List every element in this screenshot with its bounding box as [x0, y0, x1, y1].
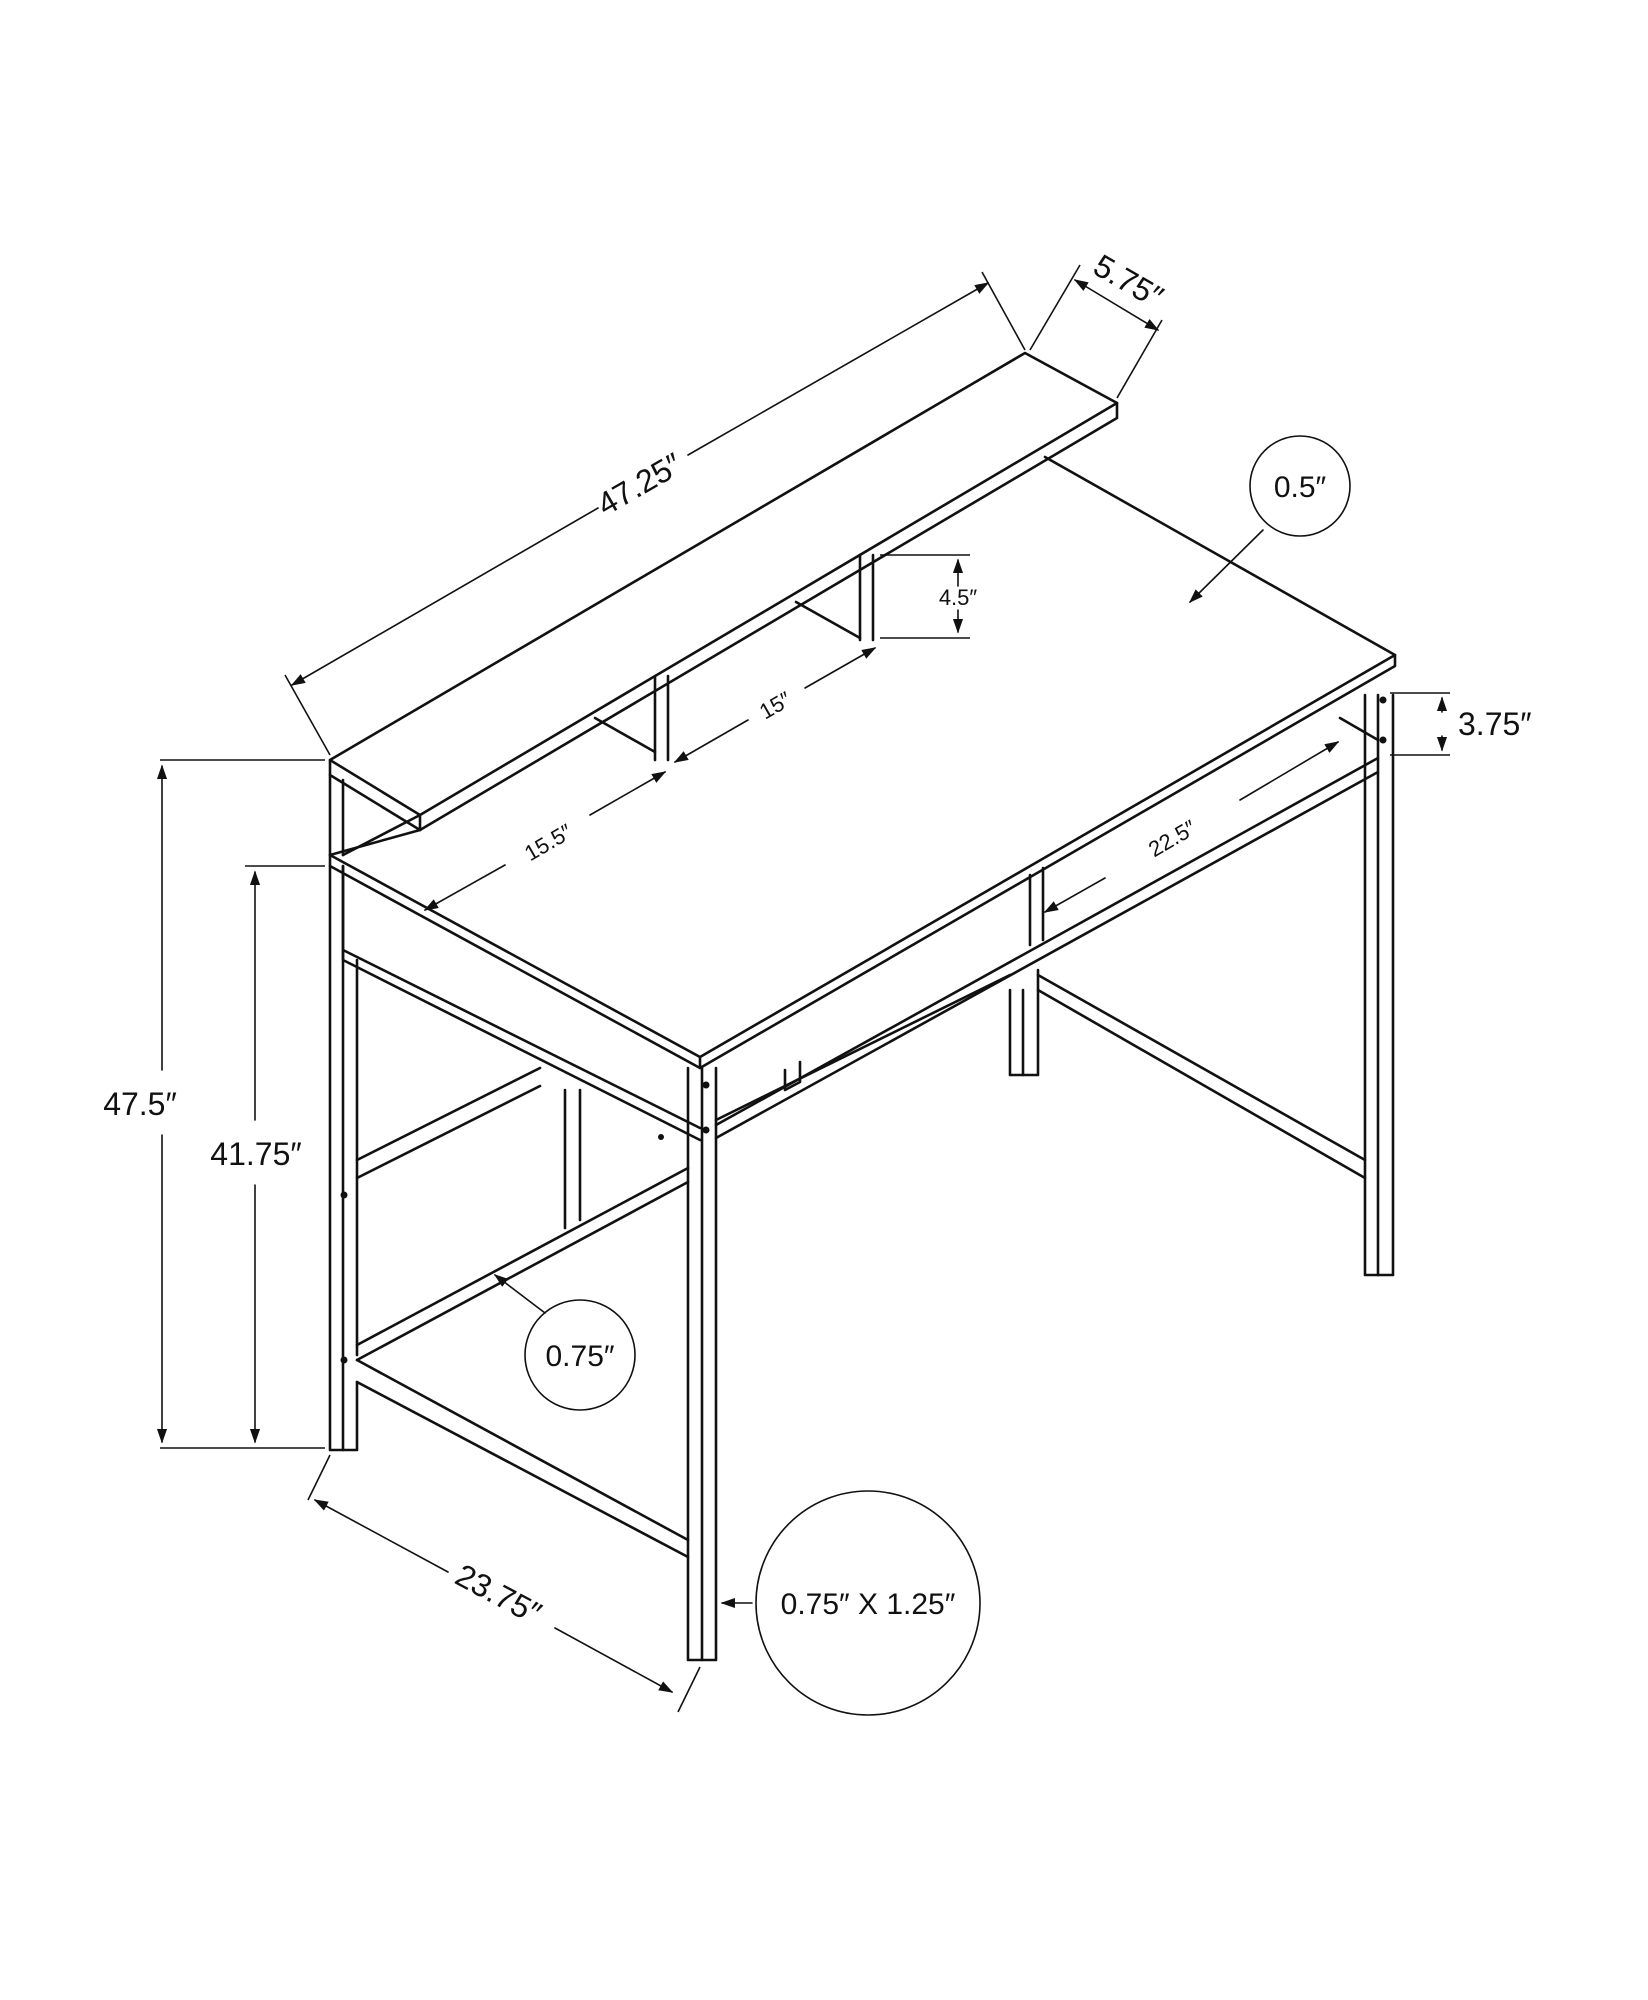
callout-label-desktop-thickness: 0.5″	[1274, 471, 1327, 504]
side-frame-left	[355, 1066, 690, 1559]
dim-under-shelf: 22.5″	[1043, 741, 1340, 913]
callout-frame-tube: 0.75″	[493, 1274, 636, 1411]
back-stretcher	[714, 973, 1012, 1122]
dim-label-cubby-center: 15″	[755, 686, 796, 724]
callout-leg-size: 0.75″ X 1.25″	[720, 1490, 981, 1716]
dim-overall-depth: 23.75″	[307, 1454, 701, 1713]
dim-overall-height: 47.5″	[103, 759, 325, 1449]
dim-label-cubby-left: 15.5″	[520, 819, 577, 866]
leg-front-right	[686, 1066, 718, 1662]
riser-divider-right	[794, 553, 875, 642]
dim-riser-height: 4.5″	[880, 554, 978, 639]
dim-apron-height: 3.75″	[1390, 692, 1532, 756]
leg-front-left	[328, 864, 359, 1452]
leg-back-left	[1008, 968, 1040, 1077]
dim-label-desk-height: 41.75″	[210, 1136, 301, 1172]
top-shelf	[328, 351, 1119, 832]
dim-cubby-left: 15.5″	[423, 771, 667, 911]
dim-top-shelf-depth: 5.75″	[1029, 247, 1170, 399]
dim-label-apron-height: 3.75″	[1458, 706, 1532, 742]
leg-back-right	[1363, 693, 1395, 1277]
dim-label-overall-depth: 23.75″	[450, 1557, 548, 1632]
side-frame-right	[1036, 973, 1367, 1180]
dim-label-riser-height: 4.5″	[939, 585, 978, 610]
callout-label-leg-size: 0.75″ X 1.25″	[781, 1588, 956, 1621]
dim-label-under-shelf: 22.5″	[1144, 815, 1201, 862]
dimension-annotations: 47.25″ 5.75″ 0.5″ 4.5″ 15″	[103, 247, 1532, 1716]
desk-structure	[328, 351, 1397, 1662]
callout-desktop-thickness: 0.5″	[1188, 435, 1351, 604]
apron	[341, 716, 1380, 1142]
riser-divider-left	[593, 674, 670, 762]
dim-cubby-center: 15″	[673, 647, 877, 763]
dim-label-overall-height: 47.5″	[103, 1086, 177, 1122]
desktop	[328, 455, 1397, 1070]
dim-desk-height: 41.75″	[210, 865, 325, 1444]
dim-label-top-shelf-width: 47.25″	[591, 446, 688, 523]
callout-label-frame-tube: 0.75″	[545, 1340, 614, 1373]
dim-label-top-shelf-depth: 5.75″	[1088, 247, 1170, 315]
